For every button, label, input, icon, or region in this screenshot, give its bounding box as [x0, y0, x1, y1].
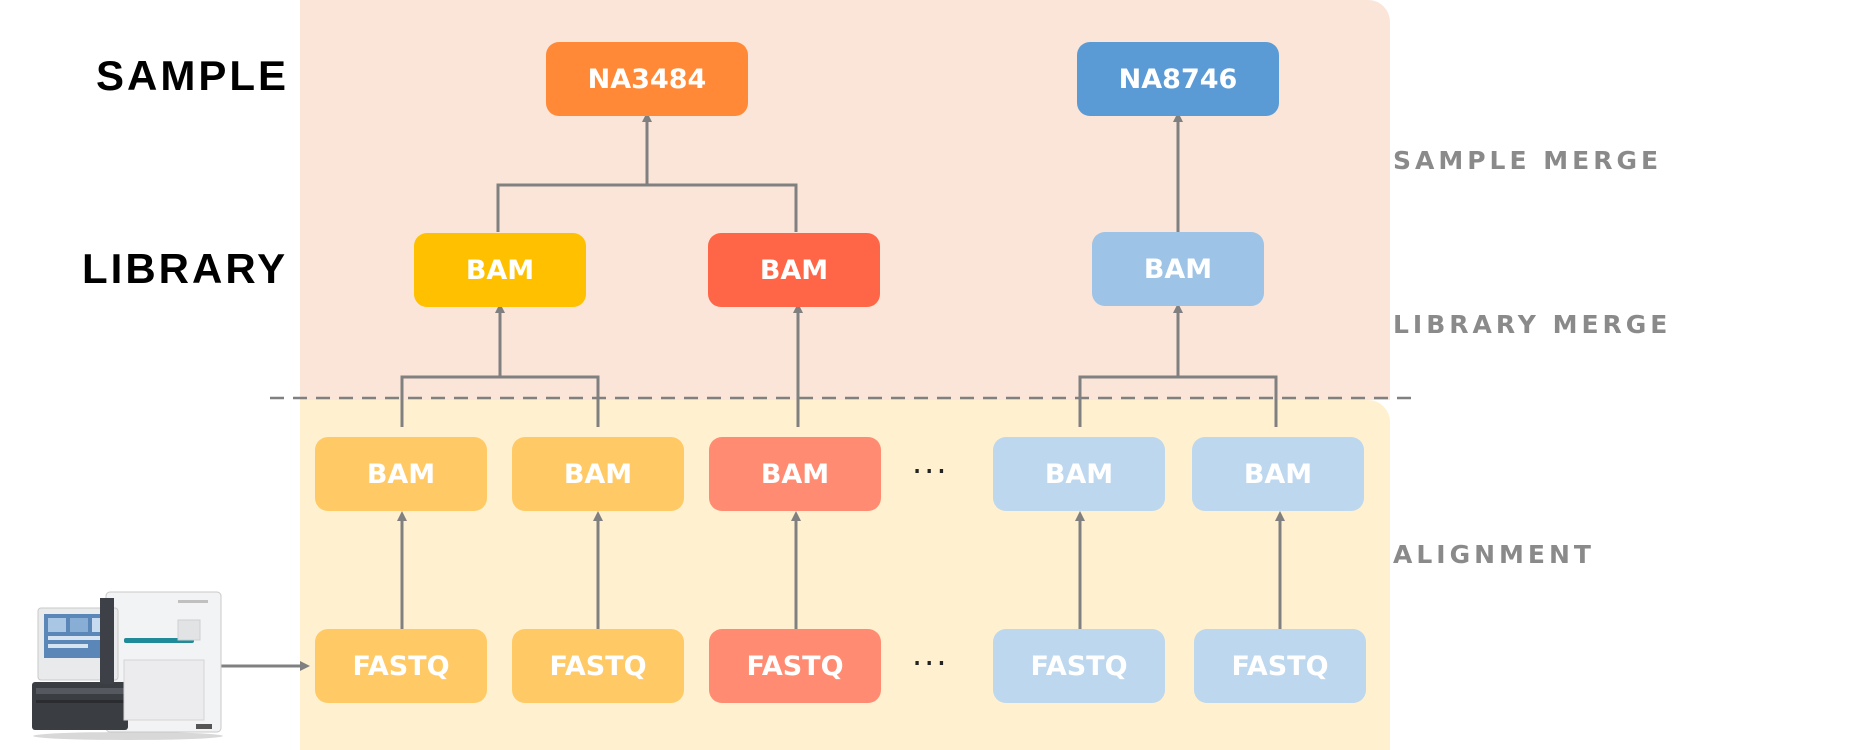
alignment-bam-node: BAM: [1192, 437, 1364, 511]
alignment-bam-node: BAM: [709, 437, 881, 511]
stage-label-library-merge: LIBRARY MERGE: [1393, 310, 1672, 339]
stage-label-sample-merge: SAMPLE MERGE: [1393, 146, 1663, 175]
library-bam-node: BAM: [1092, 232, 1264, 306]
library-bam-node: BAM: [708, 233, 880, 307]
row-label-sample: SAMPLE: [96, 52, 290, 99]
row-label-library: LIBRARY: [82, 245, 289, 292]
fastq-node: FASTQ: [512, 629, 684, 703]
alignment-bam-node: BAM: [315, 437, 487, 511]
sequencer-machine-icon: [32, 591, 223, 740]
sample-node-na3484: NA3484: [546, 42, 748, 116]
fastq-node: FASTQ: [1194, 629, 1366, 703]
ellipsis: ···: [912, 644, 949, 682]
alignment-bam-node: BAM: [512, 437, 684, 511]
stage-label-alignment: ALIGNMENT: [1393, 540, 1595, 569]
fastq-node: FASTQ: [709, 629, 881, 703]
sample-node-na8746: NA8746: [1077, 42, 1279, 116]
fastq-node: FASTQ: [993, 629, 1165, 703]
fastq-node: FASTQ: [315, 629, 487, 703]
ellipsis: ···: [912, 452, 949, 490]
library-bam-node: BAM: [414, 233, 586, 307]
alignment-bam-node: BAM: [993, 437, 1165, 511]
